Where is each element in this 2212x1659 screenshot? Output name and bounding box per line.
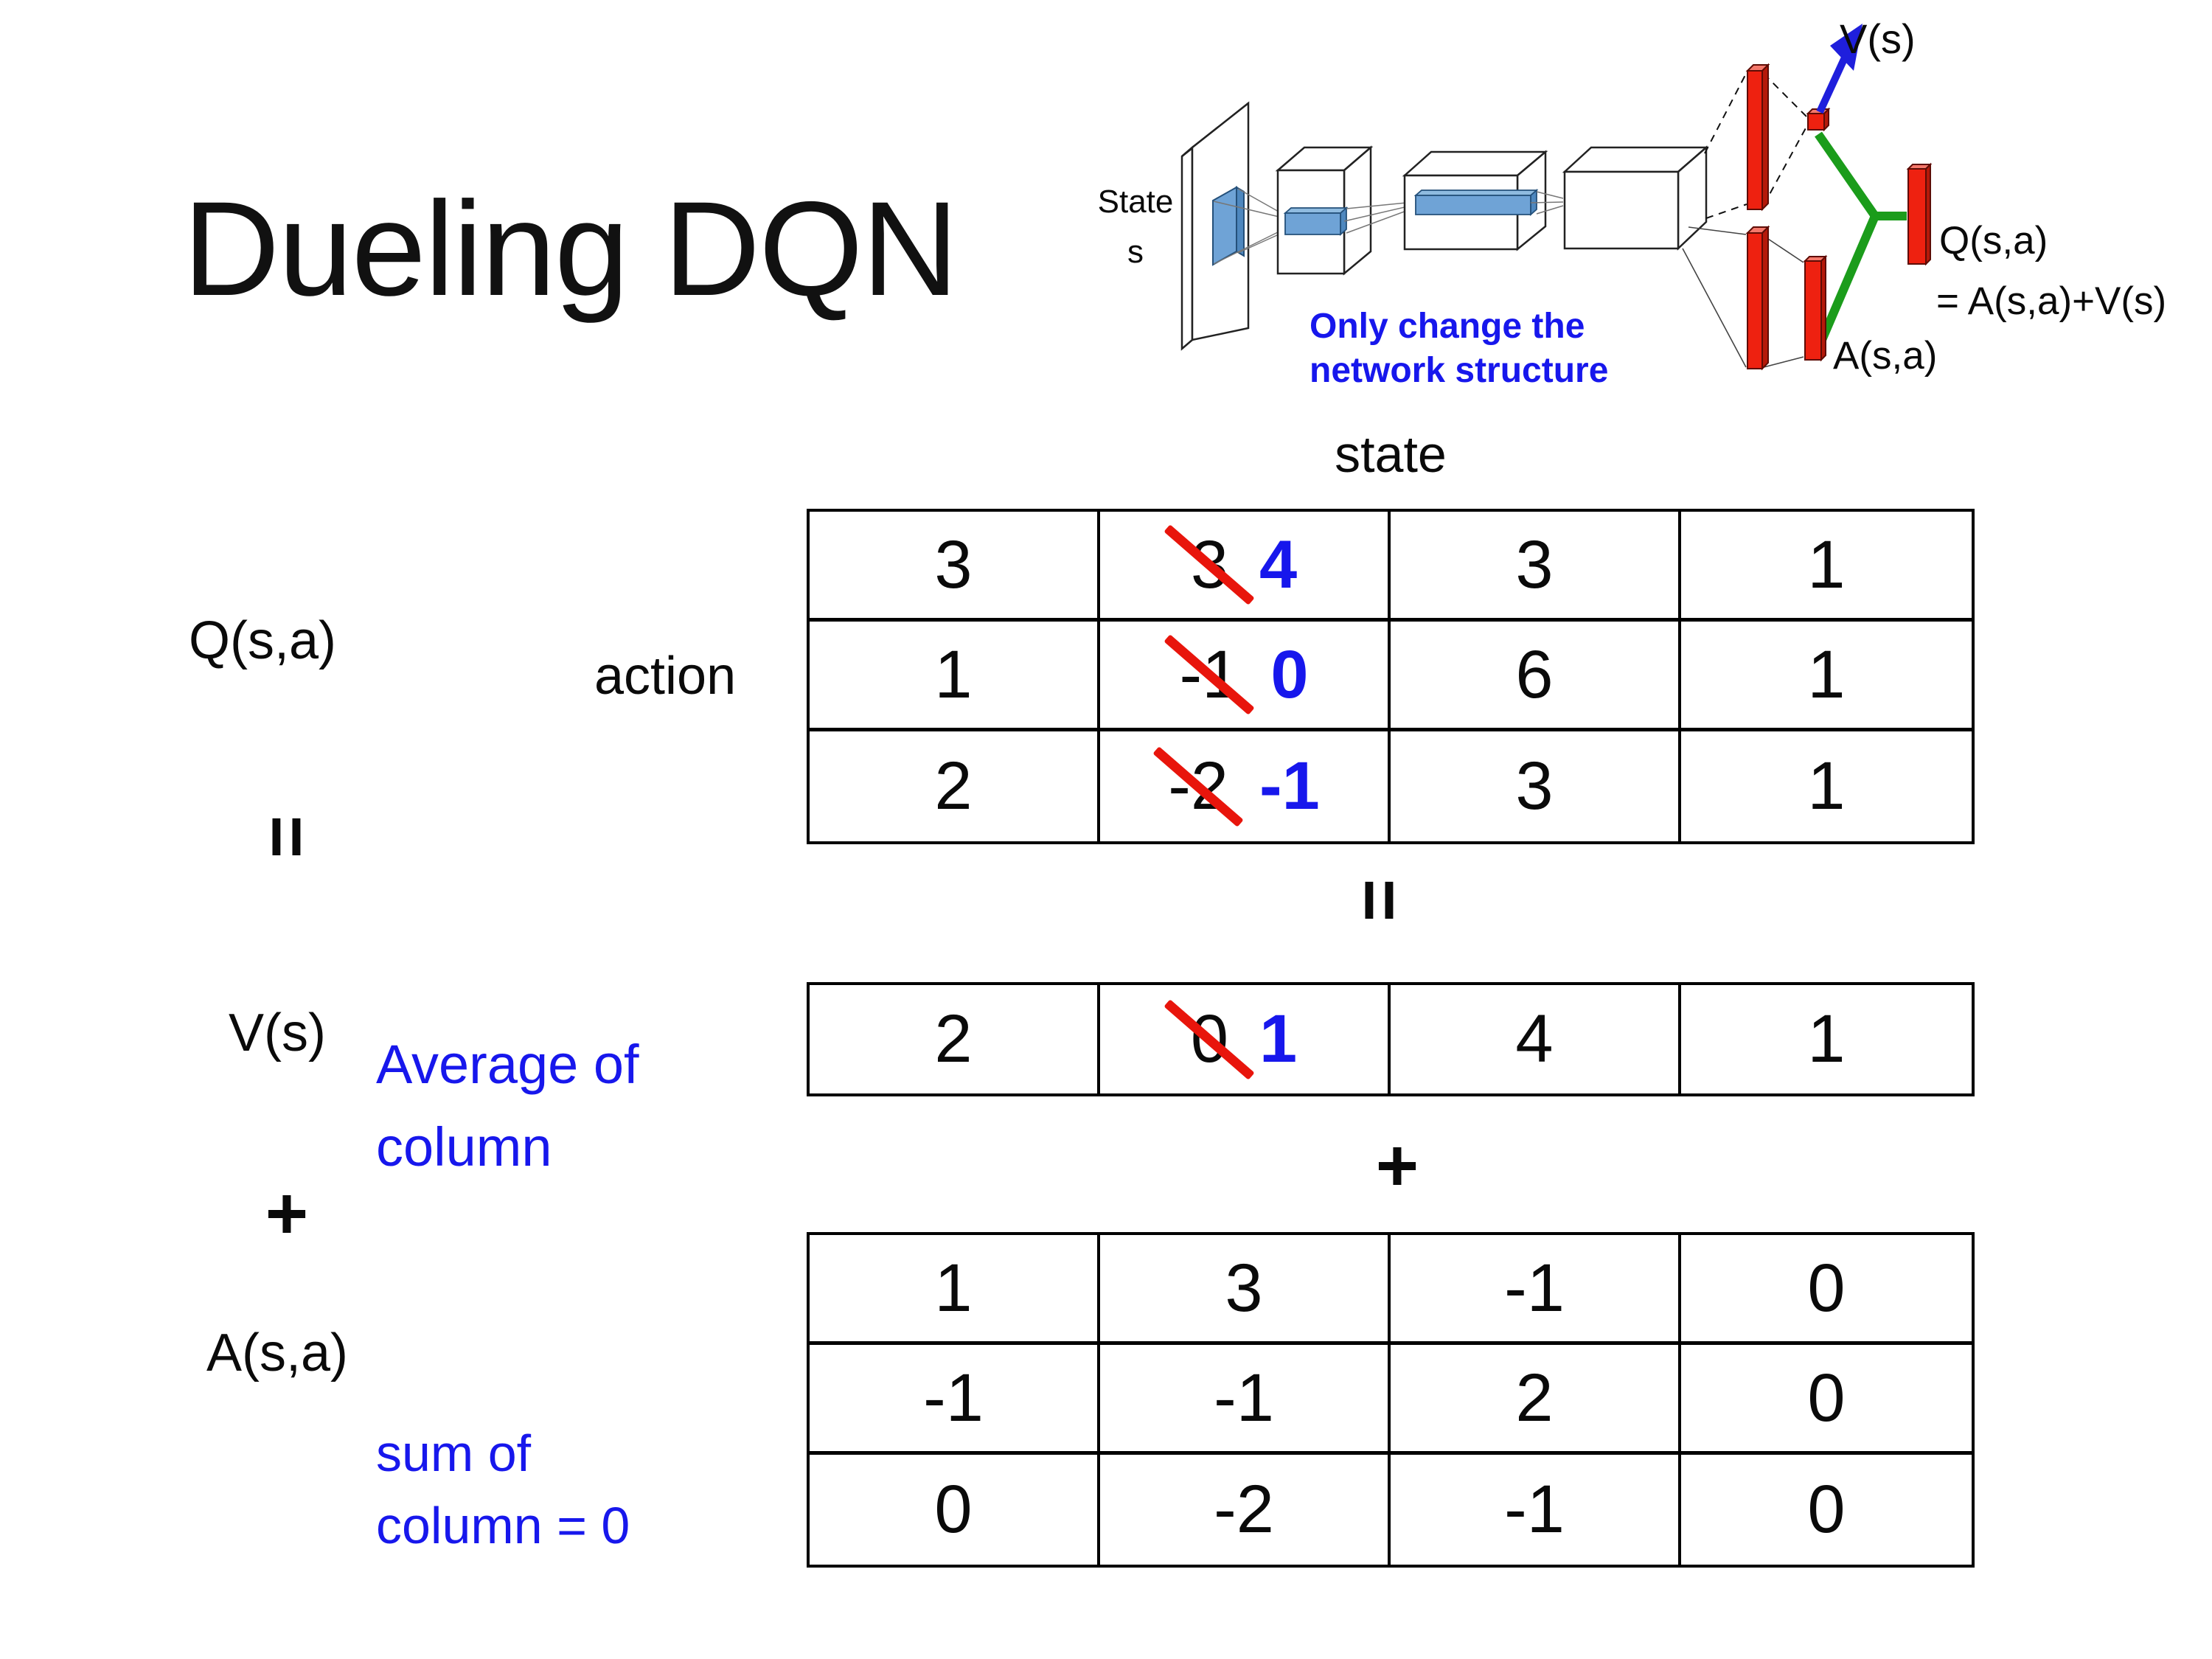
matrix-cell: 1	[1681, 512, 1972, 622]
page-title: Dueling DQN	[183, 173, 959, 324]
fc-box	[1562, 145, 1709, 251]
connector-lines-3	[1530, 191, 1564, 215]
sum-of-column-note: sum of column = 0	[376, 1417, 630, 1562]
feature-bar-2	[1413, 189, 1539, 216]
matrix-cell: 1	[810, 1235, 1100, 1345]
new-value: 4	[1259, 526, 1298, 602]
matrix-cell: 3	[1391, 731, 1681, 841]
matrix-cell: -2	[1100, 1455, 1391, 1565]
new-value: 0	[1270, 636, 1309, 712]
matrix-cell: 1	[1807, 748, 1846, 824]
sum-note-line1: sum of	[376, 1425, 532, 1482]
v-term-label: V(s)	[229, 1004, 326, 1062]
matrix-cell: 6	[1391, 622, 1681, 731]
state-input-label-s: s	[1127, 234, 1144, 270]
network-diagram: State s V(s) Q(s,a) = A(s,a)+V(s) A(s,a)…	[1098, 15, 2167, 390]
matrix-cell: 3	[1100, 1235, 1391, 1345]
old-value: -1	[1164, 634, 1256, 715]
value-node	[1806, 107, 1831, 132]
matrix-cell: 1	[810, 622, 1100, 731]
matrix-cell: 0	[810, 1455, 1100, 1565]
average-of-column-note: Average of column	[376, 1023, 639, 1189]
sum-note-line2: column = 0	[376, 1497, 630, 1554]
matrix-cell: -1	[1100, 1345, 1391, 1455]
matrix-cell: 3	[1391, 512, 1681, 622]
old-value: 3	[1164, 524, 1256, 605]
a-matrix-table: 1 3 -1 0 -1 -1 2 0 0 -2 -1 0	[807, 1232, 1975, 1568]
q-output-bar	[1906, 162, 1933, 266]
matrix-cell-corrected: -1 0	[1100, 622, 1391, 731]
dashed-connectors-value-stream	[1704, 72, 1807, 219]
state-input-label: State	[1098, 184, 1174, 220]
old-value: -2	[1152, 745, 1244, 827]
matrix-cell: 2	[810, 731, 1100, 841]
matrix-cell-corrected: 3 4	[1100, 512, 1391, 622]
matrix-cell-corrected: -2 -1	[1100, 731, 1391, 841]
plus-sign-left: +	[265, 1172, 309, 1255]
q-output-formula: = A(s,a)+V(s)	[1936, 279, 2166, 323]
matrix-cell: 4	[1391, 985, 1681, 1093]
value-arrow-label: V(s)	[1840, 15, 1916, 62]
matrix-cell: -1	[1391, 1455, 1681, 1565]
q-term-label: Q(s,a)	[189, 611, 337, 670]
a-term-label: A(s,a)	[206, 1324, 349, 1382]
plus-sign-middle: +	[1375, 1124, 1419, 1207]
matrix-cell: -1	[1391, 1235, 1681, 1345]
feature-bar-1	[1283, 206, 1349, 236]
advantage-output-label: A(s,a)	[1833, 334, 1937, 378]
matrix-cell: 1	[1807, 1001, 1846, 1077]
matrix-cell: 2	[1391, 1345, 1681, 1455]
equals-sign-left: =	[246, 815, 329, 859]
v-row-table: 2 0 1 4 1	[807, 982, 1975, 1096]
state-column-header: state	[1335, 425, 1447, 483]
matrix-cell-corrected: 0 1	[1100, 985, 1391, 1093]
advantage-stream-bar	[1745, 225, 1770, 371]
matrix-cell: 0	[1681, 1345, 1972, 1455]
matrix-cell: 1	[1681, 622, 1972, 731]
old-value: 0	[1164, 998, 1256, 1080]
matrix-cell: 0	[1681, 1235, 1972, 1345]
matrix-cell: 2	[810, 985, 1100, 1093]
value-arrow-icon	[1816, 24, 1863, 114]
new-value: 1	[1259, 1001, 1298, 1077]
average-note-line1: Average of	[376, 1034, 639, 1095]
matrix-cell: -1	[810, 1345, 1100, 1455]
q-output-label: Q(s,a)	[1939, 219, 2048, 262]
matrix-cell: 0	[1807, 1472, 1846, 1547]
solid-connectors-advantage-stream	[1682, 226, 1804, 368]
equals-sign-middle: =	[1338, 878, 1422, 922]
diagram-note-line2: network structure	[1310, 351, 1608, 390]
diagram-note-line1: Only change the	[1310, 307, 1585, 346]
action-row-header: action	[594, 647, 737, 706]
conv-filter-patch	[1212, 186, 1245, 266]
new-value: -1	[1259, 748, 1320, 824]
advantage-output-bar	[1803, 254, 1828, 362]
merge-y-connector	[1815, 131, 1907, 347]
matrix-cell: 3	[810, 512, 1100, 622]
value-stream-bar	[1745, 63, 1770, 212]
average-note-line2: column	[376, 1116, 552, 1178]
q-matrix-table: 3 3 4 3 1 1 -1 0 6 1 2 -2 -1 3 1	[807, 509, 1975, 844]
connector-lines-2	[1343, 201, 1415, 234]
